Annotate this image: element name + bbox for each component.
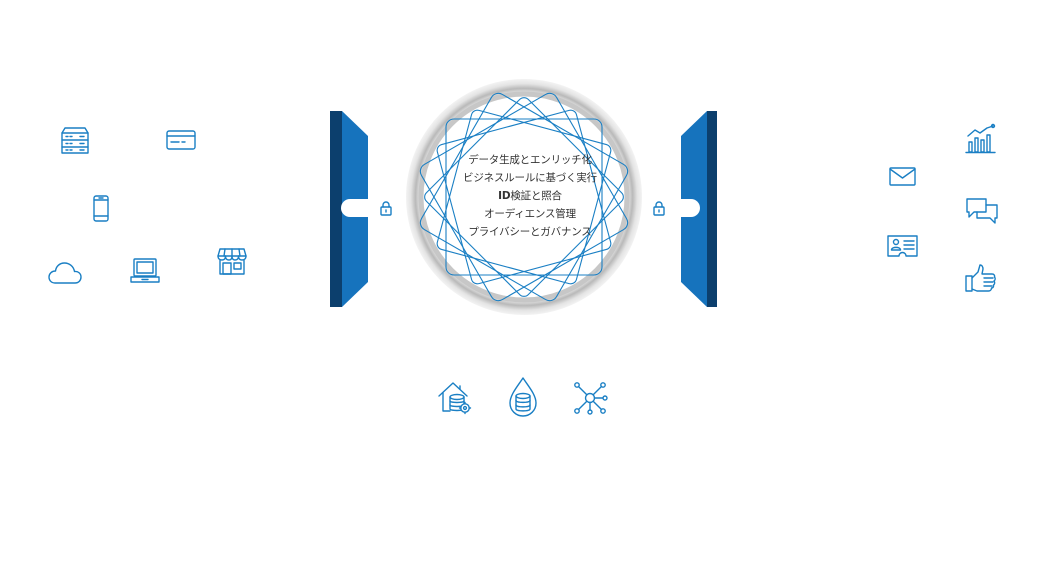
cloud-icon bbox=[47, 261, 83, 285]
pattern-inner-square-1 bbox=[436, 109, 612, 285]
pattern-inner-square-3 bbox=[436, 109, 612, 285]
pattern-inner-square-2 bbox=[424, 97, 624, 297]
pattern-square-3 bbox=[419, 92, 629, 302]
network-node-icon bbox=[573, 382, 608, 415]
left-firewall-wall bbox=[330, 111, 379, 311]
thumbs-up-icon bbox=[965, 264, 997, 292]
laptop-icon bbox=[130, 258, 160, 284]
lock-icon bbox=[380, 201, 392, 216]
right-firewall-wall bbox=[670, 111, 719, 311]
server-icon bbox=[60, 127, 90, 155]
credit-card-icon bbox=[166, 130, 196, 150]
store-icon bbox=[217, 248, 247, 275]
pattern-square-1 bbox=[445, 118, 603, 276]
analytics-chart-icon bbox=[965, 123, 997, 154]
identity-core-circle bbox=[405, 78, 643, 316]
lock-icon bbox=[653, 201, 665, 216]
pattern-square-2 bbox=[419, 92, 629, 302]
email-icon bbox=[889, 167, 916, 186]
id-card-icon bbox=[887, 235, 918, 257]
chat-icon bbox=[966, 198, 998, 226]
smartphone-icon bbox=[93, 195, 109, 222]
home-database-icon bbox=[438, 380, 472, 415]
data-lake-icon bbox=[508, 377, 538, 417]
